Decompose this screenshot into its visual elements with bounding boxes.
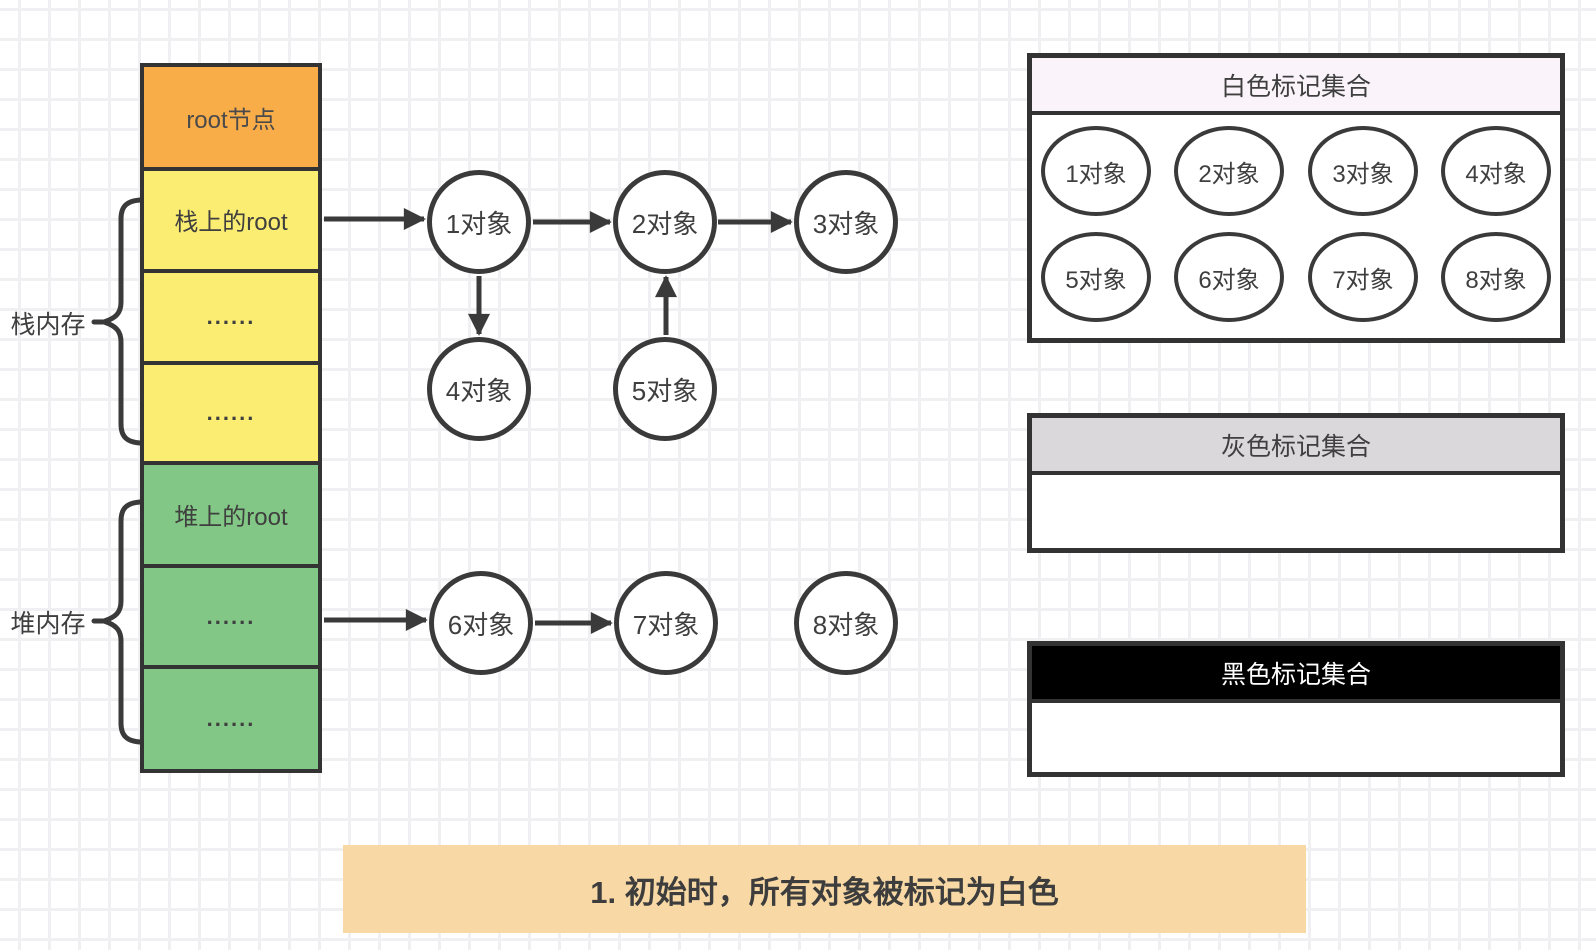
white-set-title: 白色标记集合	[1220, 72, 1371, 101]
white-set-member-label: 6对象	[1198, 266, 1260, 294]
memory-row-stack-slot: ......	[144, 364, 318, 465]
white-set-member-label: 4对象	[1465, 160, 1527, 188]
stack-memory-label: 栈内存	[10, 311, 86, 339]
graph-node-label: 5对象	[631, 375, 699, 406]
black-set-body	[1032, 703, 1560, 768]
black-set-header: 黑色标记集合	[1032, 646, 1560, 703]
memory-row-heap-slot: ......	[144, 568, 318, 669]
memory-row-label: ......	[206, 705, 256, 731]
graph-node-obj7: 7对象	[614, 571, 718, 675]
white-set-member: 2对象	[1174, 126, 1284, 216]
graph-node-label: 4对象	[445, 375, 513, 406]
white-set-member-label: 5对象	[1065, 266, 1127, 294]
white-set-member: 4对象	[1441, 126, 1551, 216]
white-set-member-label: 3对象	[1332, 160, 1394, 188]
graph-node-obj3: 3对象	[794, 170, 898, 274]
memory-row-label: ......	[206, 303, 256, 329]
graph-node-label: 6对象	[447, 609, 515, 640]
gray-set-header: 灰色标记集合	[1032, 418, 1560, 475]
memory-row-label: 堆上的root	[174, 504, 288, 532]
memory-column: root节点 栈上的root ...... ...... 堆上的root ...…	[140, 63, 322, 773]
graph-node-obj8: 8对象	[794, 571, 898, 675]
memory-row-label: 栈上的root	[174, 209, 288, 237]
white-set-member: 7对象	[1308, 232, 1418, 322]
caption-text: 1. 初始时，所有对象被标记为白色	[590, 874, 1059, 910]
white-set-header: 白色标记集合	[1032, 58, 1560, 115]
white-set-member-label: 1对象	[1065, 160, 1127, 188]
memory-row-label: ......	[206, 399, 256, 425]
graph-node-label: 1对象	[445, 208, 513, 239]
white-set-member: 6对象	[1174, 232, 1284, 322]
white-set-member: 8对象	[1441, 232, 1551, 322]
graph-node-obj4: 4对象	[427, 337, 531, 441]
graph-node-obj2: 2对象	[613, 170, 717, 274]
white-set-body: 1对象 2对象 3对象 4对象 5对象 6对象 7对象 8对象	[1032, 115, 1560, 334]
memory-row-heap-slot: ......	[144, 668, 318, 770]
memory-row-heap-root: 堆上的root	[144, 464, 318, 569]
white-set-panel: 白色标记集合 1对象 2对象 3对象 4对象 5对象 6对象 7对象 8对象	[1027, 53, 1565, 343]
white-set-member: 1对象	[1041, 126, 1151, 216]
stack-memory-brace	[91, 197, 143, 446]
white-set-member: 5对象	[1041, 232, 1151, 322]
white-set-member-label: 8对象	[1465, 266, 1527, 294]
memory-row-label: root节点	[186, 106, 276, 134]
gray-set-body	[1032, 475, 1560, 544]
black-set-title: 黑色标记集合	[1220, 660, 1371, 689]
heap-memory-label: 堆内存	[10, 610, 86, 638]
memory-row-stack-slot: ......	[144, 272, 318, 365]
white-set-member: 3对象	[1308, 126, 1418, 216]
heap-memory-brace	[91, 499, 143, 745]
graph-node-label: 7对象	[632, 609, 700, 640]
memory-row-root: root节点	[144, 67, 318, 172]
white-set-member-label: 7对象	[1332, 266, 1394, 294]
graph-node-label: 8对象	[812, 609, 880, 640]
gray-set-panel: 灰色标记集合	[1027, 413, 1565, 553]
memory-row-label: ......	[206, 603, 256, 629]
graph-node-obj6: 6对象	[429, 571, 533, 675]
caption-banner: 1. 初始时，所有对象被标记为白色	[343, 845, 1306, 933]
graph-node-label: 2对象	[631, 208, 699, 239]
gray-set-title: 灰色标记集合	[1220, 432, 1371, 461]
white-set-member-label: 2对象	[1198, 160, 1260, 188]
memory-row-stack-root: 栈上的root	[144, 171, 318, 273]
graph-node-obj5: 5对象	[613, 337, 717, 441]
black-set-panel: 黑色标记集合	[1027, 641, 1565, 777]
graph-node-label: 3对象	[812, 208, 880, 239]
graph-node-obj1: 1对象	[427, 170, 531, 274]
